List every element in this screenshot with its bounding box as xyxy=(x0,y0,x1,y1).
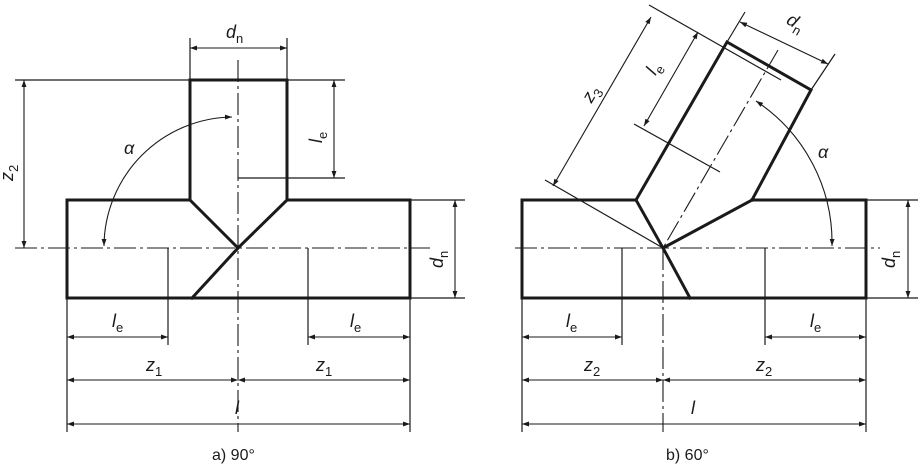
ext-b-dn-left xyxy=(726,11,746,43)
label-a-le-branch: le xyxy=(306,132,330,143)
ext-b-dn-right xyxy=(810,53,836,91)
label-a-dn-run: dn xyxy=(427,251,451,268)
weld-line-a-left xyxy=(187,197,241,301)
ext-b-base xyxy=(544,179,664,249)
weld-line-a-right xyxy=(235,197,290,251)
svg-text:z2: z2 xyxy=(0,165,21,182)
label-b-z2-right: z2 xyxy=(755,355,772,379)
weld-line-b-right xyxy=(660,197,755,301)
dim-b-le-branch xyxy=(643,31,699,127)
label-a-z2: z2 xyxy=(0,165,21,182)
label-a-alpha: α xyxy=(124,138,135,158)
ext-b-top xyxy=(648,4,782,81)
figure-a-90deg: dn le z2 dn α le le z1 z1 l a) 90° xyxy=(0,22,465,464)
label-b-dn-run: dn xyxy=(879,251,903,268)
tee-b-outline xyxy=(520,198,868,300)
svg-text:le: le xyxy=(642,58,668,80)
label-a-dn-top: dn xyxy=(226,22,243,46)
caption-a: a) 90° xyxy=(212,447,255,464)
label-a-z1-left: z1 xyxy=(145,355,162,379)
weld-line-b-left xyxy=(633,197,666,251)
angle-arc-a xyxy=(101,114,233,247)
label-b-l: l xyxy=(691,398,696,418)
svg-text:dn: dn xyxy=(879,251,903,268)
label-a-le-left: le xyxy=(112,311,123,335)
label-a-l: l xyxy=(235,398,240,418)
caption-b: b) 60° xyxy=(666,447,709,464)
label-a-z1-right: z1 xyxy=(315,355,332,379)
label-b-dn-branch: dn xyxy=(781,9,808,38)
branch-b-outline xyxy=(633,39,814,203)
label-b-le-right: le xyxy=(810,311,821,335)
label-a-le-right: le xyxy=(350,311,361,335)
svg-text:le: le xyxy=(306,132,330,143)
label-b-z2-left: z2 xyxy=(583,355,600,379)
svg-text:dn: dn xyxy=(427,251,451,268)
angle-arc-b xyxy=(755,100,835,247)
centerline-b-branch xyxy=(662,49,779,249)
svg-text:z3: z3 xyxy=(577,82,606,109)
label-b-le-left: le xyxy=(566,311,577,335)
figure-b-60deg: z3 le dn dn α le le z2 z2 l b) 60° xyxy=(515,4,918,464)
label-b-le-branch: le xyxy=(642,58,668,80)
svg-text:dn: dn xyxy=(781,9,808,38)
label-b-z3: z3 xyxy=(577,82,606,109)
dim-b-z3 xyxy=(552,16,652,187)
dim-b-dn-branch xyxy=(739,21,829,65)
label-b-alpha: α xyxy=(818,142,829,162)
